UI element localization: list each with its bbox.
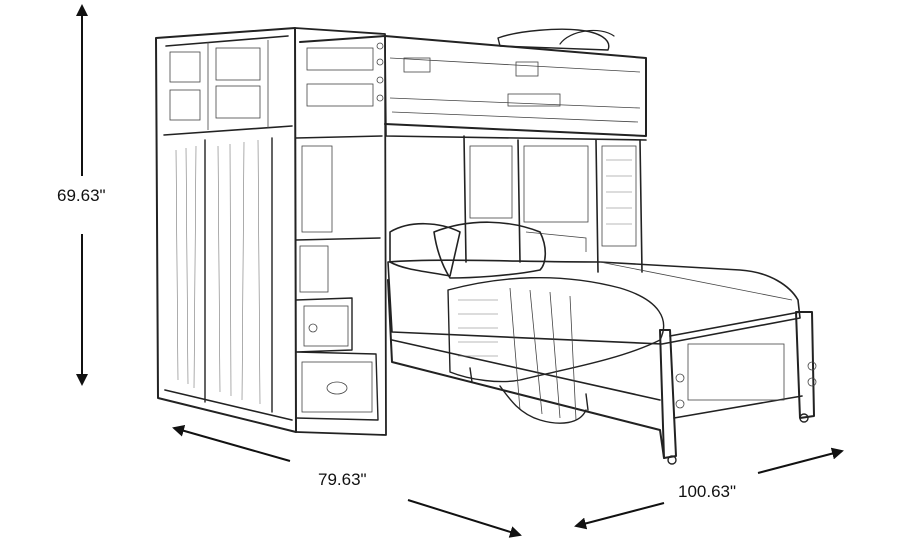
stair-cabinet [155,27,387,436]
height-label: 69.63" [57,186,106,205]
depth-label: 79.63" [318,470,367,489]
width-label: 100.63" [678,482,737,501]
desk-shelf [463,135,643,273]
width-arrow [574,447,844,530]
lower-bed [387,221,817,465]
depth-arrow [172,424,522,538]
upper-bunk [299,28,647,141]
